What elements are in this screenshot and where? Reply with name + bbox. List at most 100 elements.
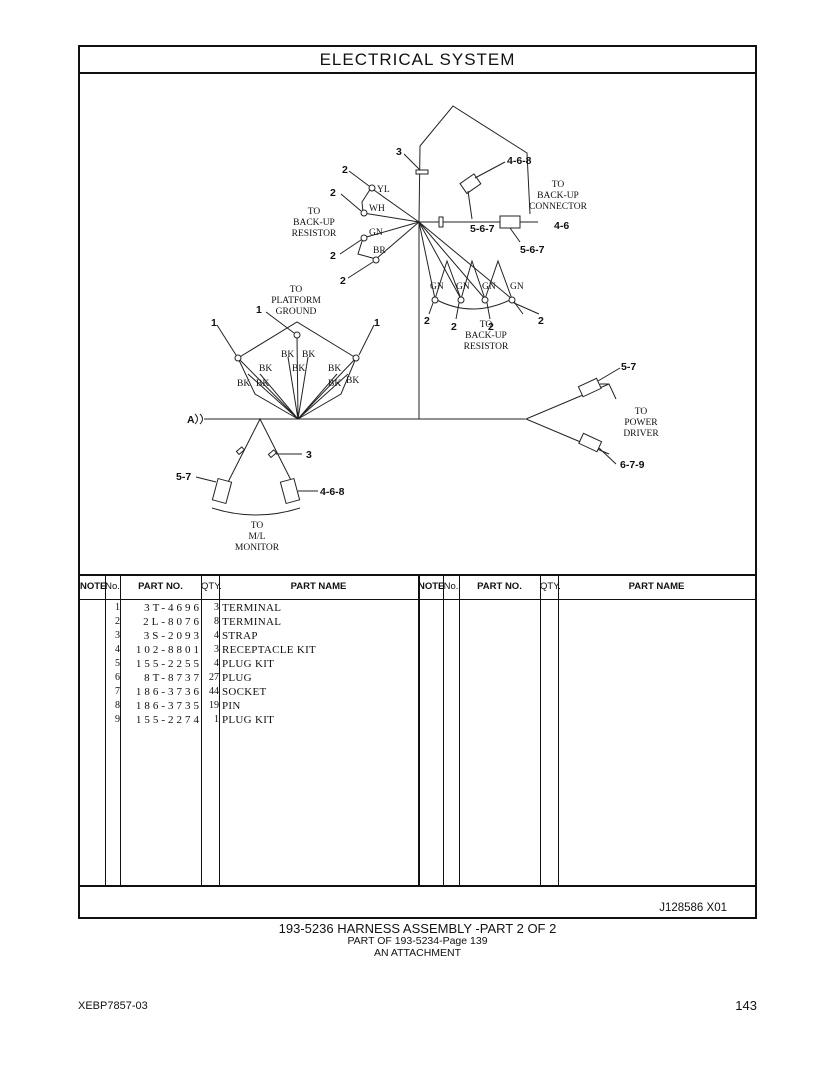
callout-2g: 2: [488, 321, 494, 333]
break-symbol: [194, 413, 198, 425]
svg-text:PLATFORM: PLATFORM: [271, 296, 321, 306]
part-name: PLUG: [222, 672, 252, 684]
wire-bk-right-2: [297, 373, 338, 420]
leader-57-left: [195, 476, 217, 483]
label-to-backup-connector: TO BACK-UP CONNECTOR: [529, 180, 588, 212]
wire-to-strap: [418, 145, 421, 223]
footer-divider: [80, 885, 755, 887]
callout-57-right: 5-7: [621, 361, 636, 373]
color-wh: WH: [369, 204, 385, 214]
table-row: 4 102-8801 3 RECEPTACLE KIT: [80, 643, 420, 657]
callout-57-left: 5-7: [176, 471, 191, 483]
col-divider: [201, 574, 202, 887]
page-number: 143: [735, 998, 757, 1013]
table-row: 2 2L-8076 8 TERMINAL: [80, 615, 420, 629]
svg-text:RESISTOR: RESISTOR: [292, 229, 337, 239]
quantity: 8: [214, 616, 219, 627]
part-number: 155-2255: [135, 658, 202, 670]
svg-text:BACK-UP: BACK-UP: [537, 191, 579, 201]
svg-text:TO: TO: [308, 207, 321, 217]
table-header-border: [80, 599, 755, 600]
label-to-backup-resistor-left: TO BACK-UP RESISTOR: [292, 207, 337, 239]
row-number: 9: [115, 714, 120, 725]
part-name: RECEPTACLE KIT: [222, 644, 317, 656]
callout-1-center: 1: [256, 304, 262, 316]
label-a: A: [187, 414, 195, 426]
wire-bk-right: [297, 357, 357, 420]
callout-567-top: 5-6-7: [470, 223, 495, 235]
leader-gn-2: [455, 302, 460, 320]
wire-bk-mid-2: [296, 336, 299, 420]
label-to-ml-monitor: TO M/L MONITOR: [235, 521, 280, 553]
color-gn-4: GN: [510, 282, 524, 292]
col-divider: [443, 574, 444, 887]
header-part-name: PART NAME: [290, 581, 347, 592]
svg-text:BACK-UP: BACK-UP: [293, 218, 335, 228]
part-name: PLUG KIT: [222, 658, 275, 670]
plug-monitor-left: [211, 477, 233, 505]
color-gn-1: GN: [430, 282, 444, 292]
col-divider: [459, 574, 460, 887]
part-number: 2L-8076: [143, 616, 202, 628]
table-row: 3 3S-2093 4 STRAP: [80, 629, 420, 643]
wire-bk-left-3: [259, 373, 299, 420]
color-bk-8: BK: [328, 379, 341, 389]
wire-wh: [362, 212, 420, 223]
assembly-attachment: AN ATTACHMENT: [373, 947, 462, 959]
leader-gn: [339, 239, 362, 255]
leader-yl: [348, 170, 370, 187]
label-to-backup-resistor-right: TO BACK-UP RESISTOR: [464, 320, 509, 352]
part-number: 3S-2093: [143, 630, 202, 642]
bracket-left-lower: [357, 237, 377, 260]
part-number: 186-3736: [135, 686, 202, 698]
connector-wh: [360, 209, 368, 217]
col-divider: [219, 574, 220, 887]
svg-text:BACK-UP: BACK-UP: [465, 331, 507, 341]
svg-text:TO: TO: [480, 320, 493, 330]
wire-to-backup-connector: [419, 105, 531, 215]
row-number: 8: [115, 700, 120, 711]
page-title: ELECTRICAL SYSTEM: [80, 47, 755, 74]
strap-mid: [438, 216, 444, 228]
callout-2b: 2: [330, 187, 336, 199]
strap-upper: [415, 169, 429, 175]
color-yl: YL: [377, 185, 390, 195]
callout-2h: 2: [538, 315, 544, 327]
wire-br: [375, 221, 420, 260]
leader-679: [598, 447, 617, 465]
color-bk-3: BK: [259, 364, 272, 374]
svg-text:M/L: M/L: [249, 532, 266, 542]
header-part-name-2: PART NAME: [628, 581, 685, 592]
leader-57-right: [597, 367, 621, 382]
header-no-2: No.: [443, 581, 459, 592]
wire-bk-mid-3: [297, 356, 309, 420]
connector-gn: [360, 234, 368, 242]
wire-bk-left: [237, 357, 299, 420]
wire-yl: [370, 187, 420, 223]
svg-text:MONITOR: MONITOR: [235, 543, 280, 553]
leader-gn-4: [513, 302, 540, 315]
wire-gn-2: [418, 221, 462, 300]
table-row: 1 3T-4696 3 TERMINAL: [80, 601, 420, 615]
col-divider-center: [418, 574, 420, 887]
color-bk-5: BK: [328, 364, 341, 374]
table-row: 5 155-2255 4 PLUG KIT: [80, 657, 420, 671]
row-number: 6: [115, 672, 120, 683]
leader-gn-1: [428, 302, 434, 315]
callout-468-bottom: 4-6-8: [320, 486, 345, 498]
part-number: 3T-4696: [144, 602, 202, 614]
table-row: 8 186-3735 19 PIN: [80, 699, 420, 713]
harness-diagram: A YL WH GN BR 2 2 2 2 TO BAC: [176, 105, 659, 553]
part-number: 155-2274: [135, 714, 202, 726]
col-divider: [105, 574, 106, 887]
row-number: 5: [115, 658, 120, 669]
svg-text:POWER: POWER: [624, 418, 658, 428]
part-name: TERMINAL: [222, 602, 282, 614]
ground-connector-left: [234, 354, 242, 362]
leader-3-top: [403, 153, 421, 171]
callout-2c: 2: [330, 250, 336, 262]
wire-gn: [362, 221, 420, 239]
connector-gn-1: [431, 296, 439, 304]
strap-right: [267, 449, 278, 459]
svg-text:TO: TO: [251, 521, 264, 531]
